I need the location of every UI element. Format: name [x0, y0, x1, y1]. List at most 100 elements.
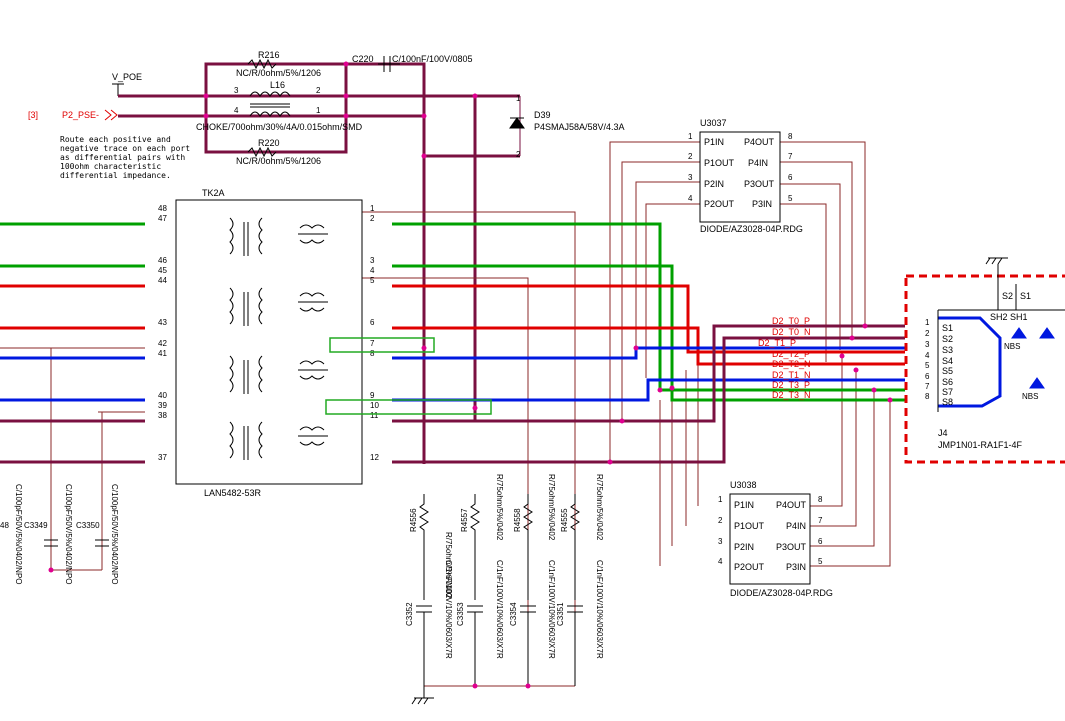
svg-text:5: 5: [370, 276, 375, 285]
svg-text:P2OUT: P2OUT: [734, 562, 765, 572]
svg-text:12: 12: [370, 453, 379, 462]
svg-text:P1OUT: P1OUT: [704, 158, 735, 168]
svg-text:3: 3: [234, 86, 239, 95]
svg-text:1: 1: [688, 132, 693, 141]
j4-dashed-outline: [904, 274, 1065, 464]
svg-text:3: 3: [718, 537, 723, 546]
svg-text:11: 11: [370, 411, 379, 420]
svg-text:1: 1: [516, 94, 521, 103]
r216-value: NC/R/0ohm/5%/1206: [236, 68, 321, 78]
svg-text:SH2: SH2: [990, 312, 1008, 322]
highlight-box-pin7: [329, 337, 435, 353]
u3038-ref: U3038: [730, 480, 757, 490]
r220-resistor: [247, 146, 277, 158]
l16-ref: L16: [270, 80, 285, 90]
svg-text:40: 40: [158, 391, 167, 400]
net-label-p2pse: P2_PSE-: [62, 110, 99, 120]
svg-text:4: 4: [925, 351, 930, 360]
d39-value: P4SMAJ58A/58V/4.3A: [534, 122, 625, 132]
svg-text:C3349: C3349: [24, 521, 48, 530]
svg-text:3: 3: [370, 256, 375, 265]
svg-text:3: 3: [688, 173, 693, 182]
svg-text:Route each positive and: Route each positive and: [60, 135, 171, 144]
svg-text:C3351: C3351: [556, 602, 565, 626]
svg-text:P3OUT: P3OUT: [744, 179, 775, 189]
svg-text:2: 2: [925, 329, 930, 338]
port-arrow-icon: [104, 109, 118, 121]
routing-note: Route each positive and negative trace o…: [60, 135, 190, 180]
svg-text:C/100pF/50V/5%/0402/NPO: C/100pF/50V/5%/0402/NPO: [64, 484, 73, 585]
svg-text:P3IN: P3IN: [752, 199, 772, 209]
svg-text:P2OUT: P2OUT: [704, 199, 735, 209]
svg-text:4: 4: [688, 194, 693, 203]
svg-text:D2_T0_N: D2_T0_N: [772, 327, 811, 337]
svg-text:S3: S3: [942, 345, 953, 355]
u3037-ref: U3037: [700, 118, 727, 128]
svg-text:41: 41: [158, 349, 167, 358]
svg-text:S2: S2: [1002, 291, 1013, 301]
svg-text:48: 48: [0, 521, 9, 530]
svg-text:10: 10: [370, 401, 379, 410]
svg-text:C/1nF/100V/10%/0603/X7R: C/1nF/100V/10%/0603/X7R: [547, 560, 556, 659]
r216-ref: R216: [258, 50, 280, 60]
svg-text:42: 42: [158, 339, 167, 348]
svg-text:1: 1: [925, 318, 930, 327]
svg-text:39: 39: [158, 401, 167, 410]
svg-text:negative trace on each port: negative trace on each port: [60, 144, 190, 153]
svg-text:D2_T3_N: D2_T3_N: [772, 390, 811, 400]
svg-text:1: 1: [718, 495, 723, 504]
svg-text:6: 6: [925, 372, 930, 381]
esd-diode-icon: [1011, 327, 1055, 389]
svg-text:7: 7: [788, 152, 793, 161]
poe-section: V_POE [3] P2_PSE- R216 NC/R/0ohm/5%/1206…: [28, 50, 625, 464]
svg-text:P1OUT: P1OUT: [734, 521, 765, 531]
tk2a-transformer: TK2A LAN5482-53R 48 47 46 45 44 43 42 41…: [158, 188, 492, 498]
svg-text:6: 6: [788, 173, 793, 182]
net-label-vpoe: V_POE: [112, 72, 142, 82]
svg-text:R4558: R4558: [513, 508, 522, 532]
svg-text:P1IN: P1IN: [704, 137, 724, 147]
r220-ref: R220: [258, 138, 280, 148]
svg-text:D2_T3_P: D2_T3_P: [772, 380, 810, 390]
c220-value: C/100nF/100V/0805: [392, 54, 473, 64]
termination-network: R4556 R/75ohm/5%/0402 R4557 R/75ohm/5%/0…: [405, 474, 604, 705]
svg-text:P1IN: P1IN: [734, 500, 754, 510]
svg-text:6: 6: [818, 537, 823, 546]
svg-text:5: 5: [788, 194, 793, 203]
svg-text:1: 1: [370, 204, 375, 213]
svg-text:7: 7: [818, 516, 823, 525]
svg-text:R/75ohm/5%/0402: R/75ohm/5%/0402: [444, 532, 453, 599]
svg-text:2: 2: [516, 150, 521, 159]
svg-text:D2_T0_P: D2_T0_P: [772, 316, 810, 326]
thin-wires: [0, 141, 891, 687]
svg-text:NBS: NBS: [1022, 392, 1038, 401]
svg-text:P4IN: P4IN: [786, 521, 806, 531]
svg-text:1: 1: [316, 106, 321, 115]
svg-text:8: 8: [925, 392, 930, 401]
c220-ref: C220: [352, 54, 374, 64]
u3037-esd-array: U3037 DIODE/AZ3028-04P.RDG P1IN P1OUT P2…: [688, 118, 803, 234]
svg-text:D2_T2_N: D2_T2_N: [772, 359, 811, 369]
svg-text:2: 2: [316, 86, 321, 95]
svg-text:C/1nF/100V/10%/0603/X7R: C/1nF/100V/10%/0603/X7R: [444, 560, 453, 659]
svg-text:S8: S8: [942, 397, 953, 407]
svg-text:R4555: R4555: [560, 508, 569, 532]
svg-text:2: 2: [370, 214, 375, 223]
r220-value: NC/R/0ohm/5%/1206: [236, 156, 321, 166]
svg-text:S7: S7: [942, 387, 953, 397]
u3037-value: DIODE/AZ3028-04P.RDG: [700, 224, 803, 234]
svg-text:C/1nF/100V/10%/0603/X7R: C/1nF/100V/10%/0603/X7R: [495, 560, 504, 659]
svg-text:S1: S1: [1020, 291, 1031, 301]
svg-text:C3352: C3352: [405, 602, 414, 626]
left-bias-caps: 48 C3349 C3350 C/100pF/50V/5%/0402/NPO C…: [0, 484, 119, 585]
svg-text:C/100pF/50V/5%/0402/NPO: C/100pF/50V/5%/0402/NPO: [14, 484, 23, 585]
svg-text:C/1nF/100V/10%/0603/X7R: C/1nF/100V/10%/0603/X7R: [595, 560, 604, 659]
svg-text:P4IN: P4IN: [748, 158, 768, 168]
ground-icon: [411, 697, 434, 705]
svg-text:R/75ohm/5%/0402: R/75ohm/5%/0402: [595, 474, 604, 541]
svg-text:7: 7: [925, 382, 930, 391]
svg-text:P3OUT: P3OUT: [776, 542, 807, 552]
svg-text:37: 37: [158, 453, 167, 462]
sheet-ref: [3]: [28, 110, 38, 120]
svg-text:P4OUT: P4OUT: [744, 137, 775, 147]
